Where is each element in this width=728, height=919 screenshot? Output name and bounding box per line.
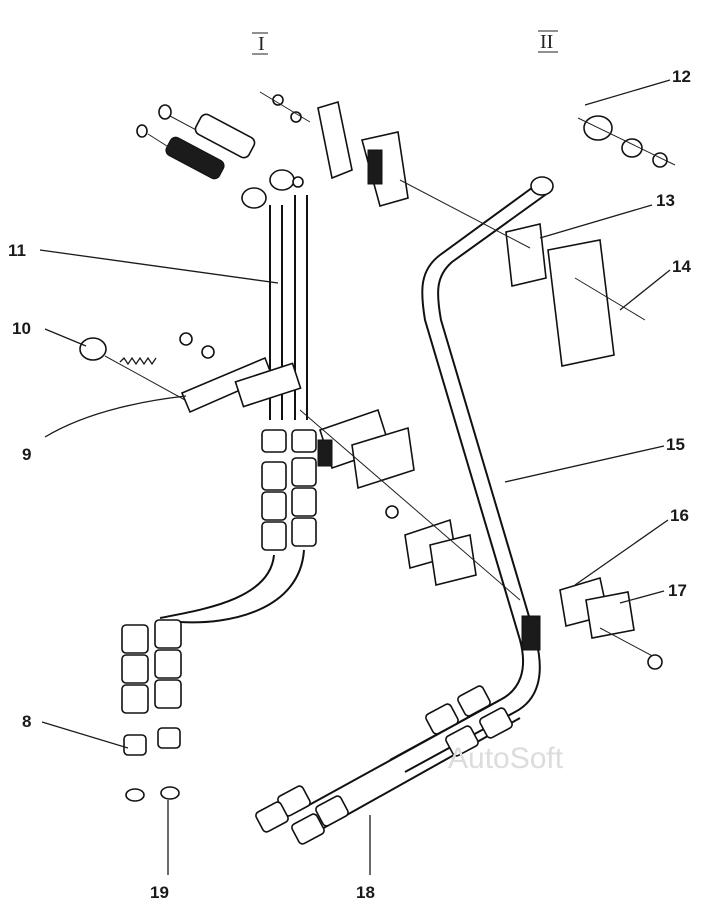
top-bolt-set — [259, 91, 311, 123]
left-hose-assembly — [121, 429, 317, 802]
leader-10 — [44, 328, 87, 347]
callout-9: 9 — [22, 445, 31, 464]
callout-13: 13 — [656, 191, 675, 210]
bracket-plates-13-14 — [399, 179, 646, 367]
callout-15: 15 — [666, 435, 685, 454]
callout-18: 18 — [356, 883, 375, 902]
callout-19: 19 — [150, 883, 169, 902]
leader-11 — [39, 249, 279, 284]
leader-14 — [619, 269, 671, 311]
leader-lines — [39, 79, 671, 875]
lower-clamp-16-17 — [521, 576, 663, 670]
watermark: AutoSoft — [448, 742, 564, 775]
callout-11: 11 — [8, 241, 26, 260]
right-hose-assembly-18 — [255, 685, 521, 845]
group-label-right: II — [540, 31, 553, 53]
upper-left-couplings — [136, 104, 304, 209]
leader-9 — [44, 395, 187, 438]
mounting-plate-left — [79, 332, 302, 414]
group-label-left: I — [258, 33, 265, 55]
upper-clamp-bracket — [317, 100, 409, 207]
callout-14: 14 — [672, 257, 691, 276]
middle-clamp-parts — [299, 408, 521, 601]
leader-13 — [539, 204, 653, 239]
leader-15 — [504, 445, 665, 483]
callout-16: 16 — [670, 506, 689, 525]
leader-8 — [41, 721, 129, 749]
leader-16 — [574, 519, 669, 586]
callout-8: 8 — [22, 712, 31, 731]
leader-12 — [584, 79, 671, 106]
callout-10: 10 — [12, 319, 31, 338]
leader-17 — [619, 590, 665, 604]
upper-right-nuts — [577, 115, 676, 168]
callout-17: 17 — [668, 581, 687, 600]
callout-12: 12 — [672, 67, 691, 86]
